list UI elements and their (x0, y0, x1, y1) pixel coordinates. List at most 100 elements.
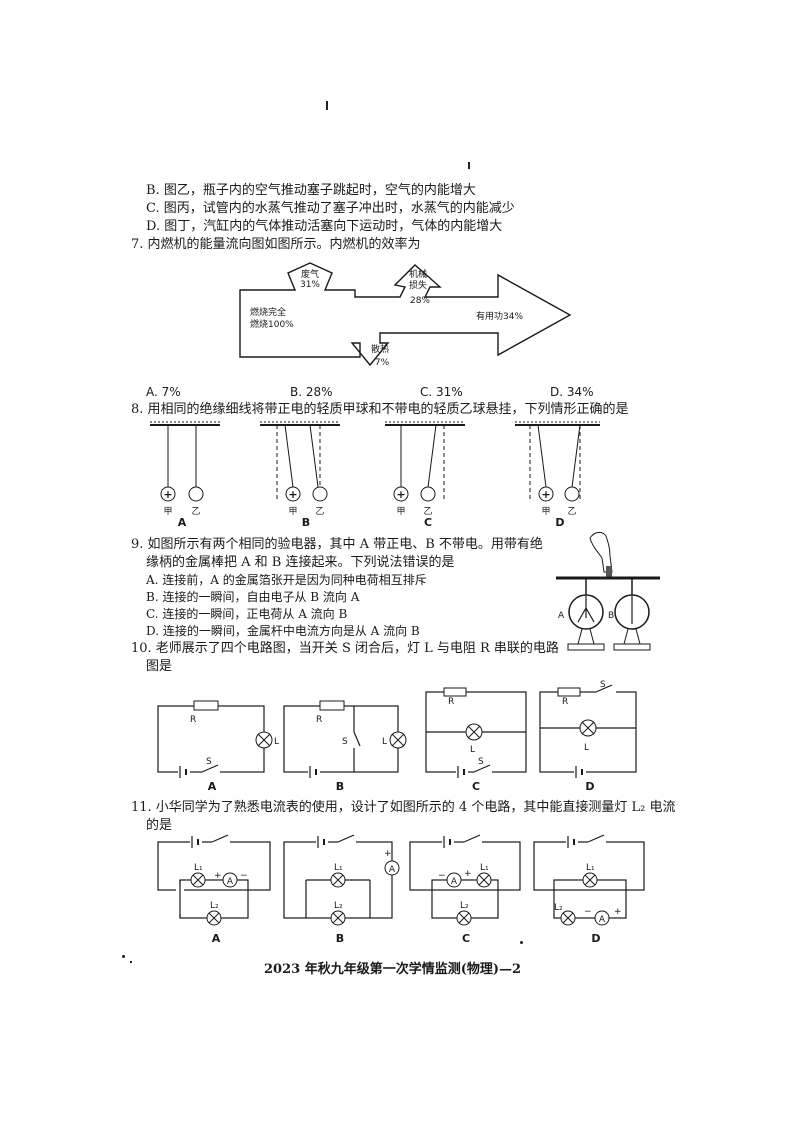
ball-yi (188, 486, 204, 502)
switch-label: S (600, 680, 606, 690)
insulating-handle (606, 566, 612, 578)
minus-label: − (584, 907, 592, 917)
q11-stem-1: 11. 小华同学为了熟悉电流表的使用，设计了如图所示的 4 个电路，其中能直接测… (131, 800, 676, 815)
q7-option-c[interactable]: C. 31% (420, 385, 463, 399)
electroscope-a: A (558, 578, 605, 651)
mech-loss-label-2: 损失 (409, 279, 427, 291)
plus-label: + (214, 871, 222, 881)
figure-label-c: C (462, 932, 470, 945)
ball-label-yi: 乙 (567, 506, 576, 517)
lamp1-label: L₁ (194, 863, 203, 873)
figure-label-c: C (472, 780, 480, 793)
lamp1-label: L₁ (586, 863, 595, 873)
plus-sign: + (396, 488, 405, 501)
minus-label: − (438, 871, 446, 881)
lamp2-label: L₂ (334, 901, 343, 911)
q10-circuit-a: R L S A (157, 700, 279, 793)
q7-stem: 7. 内燃机的能量流向图如图所示。内燃机的效率为 (131, 237, 421, 252)
q8-figure-a: + 甲 乙 A (150, 421, 220, 528)
ammeter-label: A (227, 877, 234, 887)
figure-label-b: B (302, 516, 310, 528)
hand-icon (589, 531, 613, 573)
resistor (193, 700, 219, 711)
resistor-label: R (316, 715, 322, 725)
waste-gas-value: 31% (300, 280, 320, 290)
lamp2-label: L₂ (554, 903, 563, 913)
useful-work-label: 有用功34% (476, 310, 523, 322)
lamp-label: L (470, 745, 475, 755)
q9-option-a[interactable]: A. 连接前，A 的金属箔张开是因为同种电荷相互排斥 (146, 573, 427, 587)
figure-label-d: D (555, 516, 564, 528)
mech-loss-label-1: 机械 (409, 268, 427, 280)
figure-label-a: A (212, 932, 221, 945)
ball-label-jia: 甲 (163, 506, 172, 517)
figure-label-b: B (336, 932, 344, 945)
figure-label-a: A (178, 516, 187, 528)
ammeter-label: A (389, 865, 396, 875)
electroscope-b: B (608, 578, 651, 651)
figure-label-a: A (208, 780, 217, 793)
switch (201, 764, 219, 773)
input-label: 燃烧完全 (250, 306, 286, 318)
scan-speck (122, 955, 125, 958)
lamp2-label: L₂ (460, 901, 469, 911)
q10-stem-1: 10. 老师展示了四个电路图，当开关 S 闭合后，灯 L 与电阻 R 串联的电路 (131, 641, 559, 656)
q11-circuits: L₁ A + − L₂ A L₁ L₂ (157, 834, 645, 945)
lamp-label: L (584, 743, 589, 753)
resistor-label: R (562, 697, 568, 707)
plus-sign: + (541, 488, 550, 501)
waste-gas-label: 废气 (301, 268, 319, 280)
q11-stem-2: 的是 (146, 818, 173, 833)
q10-circuit-c: R L S C (425, 687, 527, 793)
q10-stem-2: 图是 (146, 659, 173, 674)
ball-jia (160, 486, 176, 502)
plus-label: + (464, 869, 472, 879)
page-footer: 2023 年秋九年级第一次学情监测(物理)—2 (264, 962, 522, 977)
q8-figure-b: + 甲 乙 B (260, 421, 340, 528)
q11-circuit-d: L₁ L₂ A − + D (533, 834, 645, 945)
ammeter-label: A (599, 915, 606, 925)
prev-option-b: B. 图乙，瓶子内的空气推动塞子跳起时，空气的内能增大 (146, 183, 476, 198)
ball-label-yi: 乙 (423, 506, 432, 517)
plus-label: + (614, 907, 622, 917)
q9-option-b[interactable]: B. 连接的一瞬间，自由电子从 B 流向 A (146, 590, 360, 604)
q7-option-d[interactable]: D. 34% (550, 385, 594, 399)
lamp2-label: L₂ (210, 901, 219, 911)
scan-speck (130, 961, 132, 963)
q7-option-b[interactable]: B. 28% (290, 385, 333, 399)
lamp1-label: L₁ (334, 863, 343, 873)
plus-sign: + (163, 488, 172, 501)
q10-circuit-d: R S L D (539, 680, 637, 793)
ammeter-label: A (451, 877, 458, 887)
q11-circuit-a: L₁ A + − L₂ A (157, 834, 271, 945)
q10-circuits: R L S A R S L B (157, 680, 637, 793)
q9-stem-1: 9. 如图所示有两个相同的验电器，其中 A 带正电、B 不带电。用带有绝 (131, 537, 543, 552)
heat-loss-label: 散热 (371, 343, 389, 355)
ball-label-yi: 乙 (315, 506, 324, 517)
resistor-label: R (190, 715, 196, 725)
q8-figures: + 甲 乙 A + 甲 乙 B + (150, 421, 600, 528)
input-value: 燃烧100% (250, 318, 294, 330)
q8-figure-c: + 甲 乙 C (385, 421, 465, 528)
q9-electroscope-figure: A B (556, 531, 660, 651)
switch-label: S (342, 737, 348, 747)
prev-option-c: C. 图丙，试管内的水蒸气推动了塞子冲出时，水蒸气的内能减少 (146, 201, 515, 216)
figure-label-b: B (336, 780, 344, 793)
q7-energy-flow-diagram: 废气 31% 机械 损失 28% 燃烧完全 燃烧100% 有用功34% 散热 7… (239, 262, 572, 368)
q9-option-c[interactable]: C. 连接的一瞬间，正电荷从 A 流向 B (146, 607, 348, 621)
ball-label-jia: 甲 (288, 506, 297, 517)
electroscope-label-b: B (608, 611, 614, 621)
electroscope-label-a: A (558, 611, 565, 621)
ball-label-jia: 甲 (396, 506, 405, 517)
energy-flow-shape (239, 262, 572, 367)
scan-speck (468, 162, 470, 169)
q8-stem: 8. 用相同的绝缘细线将带正电的轻质甲球和不带电的轻质乙球悬挂，下列情形正确的是 (131, 402, 629, 417)
q8-figure-d: + 甲 乙 D (515, 421, 600, 528)
scan-speck (326, 101, 328, 110)
figure-label-d: D (591, 932, 600, 945)
q9-option-d[interactable]: D. 连接的一瞬间，金属杆中电流方向是从 A 流向 B (146, 624, 420, 638)
heat-loss-value: 7% (375, 358, 390, 368)
lamp-label: L (274, 737, 279, 747)
q7-option-a[interactable]: A. 7% (146, 385, 181, 399)
